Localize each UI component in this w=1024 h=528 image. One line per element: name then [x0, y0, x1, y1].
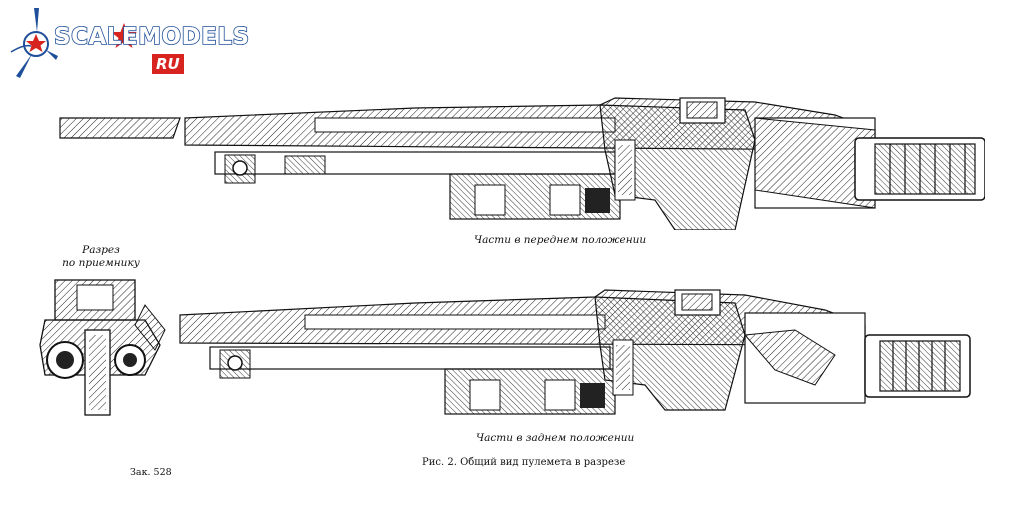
section-title-line1: Разрез [82, 244, 120, 256]
propeller-star-icon [10, 8, 58, 78]
machine-gun-drawing-forward [59, 97, 985, 230]
caption-forward-position: Части в переднем положении [474, 234, 647, 246]
site-logo[interactable]: SCALEMODELS RU [6, 4, 250, 84]
order-number: Зак. 528 [130, 467, 172, 478]
figure-caption: Рис. 2. Общий вид пулемета в разрезе [422, 457, 626, 468]
machine-gun-drawing-rear [179, 289, 971, 415]
caption-rear-position: Части в заднем положении [476, 432, 635, 444]
section-title-line2: по приемнику [62, 257, 140, 269]
red-star-icon [111, 23, 137, 48]
receiver-cross-section-drawing [39, 279, 166, 416]
logo-suffix: RU [152, 54, 184, 74]
logo-text: SCALEMODELS [53, 23, 250, 51]
section-title: Разрез по приемнику [56, 244, 146, 270]
